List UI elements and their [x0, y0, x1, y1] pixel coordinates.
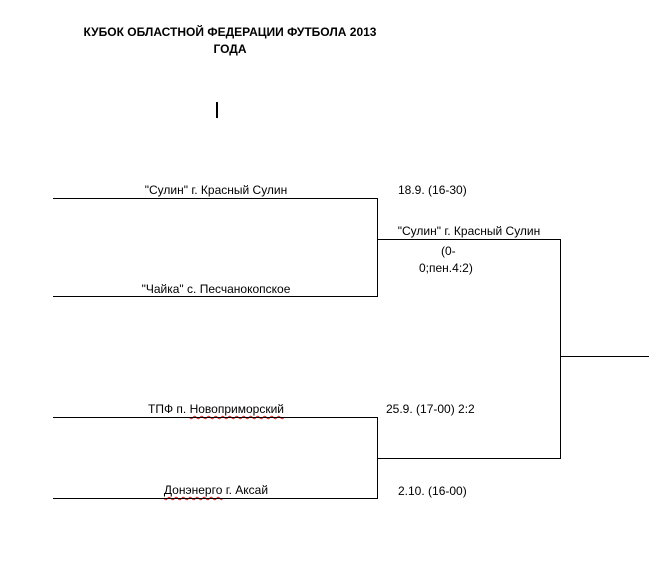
bracket-line-semifinal-2	[377, 458, 561, 459]
page-title: КУБОК ОБЛАСТНОЙ ФЕДЕРАЦИИ ФУТБОЛА 2013 Г…	[70, 24, 390, 58]
page-title-line-1: КУБОК ОБЛАСТНОЙ ФЕДЕРАЦИИ ФУТБОЛА 2013	[83, 25, 377, 39]
team-chaika: "Чайка" с. Песчанокопское	[141, 282, 291, 296]
text-cursor	[216, 102, 218, 118]
team-tpf-prefix: ТПФ п.	[148, 402, 190, 416]
team-sulin: "Сулин" г. Красный Сулин	[144, 183, 288, 197]
match-1-score-line-1: (0-	[441, 244, 456, 258]
team-donenergo-flagged-word: Донэнерго	[163, 483, 223, 497]
match-2-replay-date: 2.10. (16-00)	[398, 484, 467, 498]
match-1-winner: "Сулин" г. Красный Сулин	[397, 224, 541, 238]
team-donenergo-suffix: г. Аксай	[222, 483, 269, 497]
bracket-line-final	[560, 356, 649, 357]
bracket-line-semifinal-1	[377, 239, 561, 240]
team-tpf-flagged-word: Новоприморский	[189, 402, 284, 416]
bracket-connector-match-1	[377, 198, 378, 297]
bracket-connector-final	[560, 239, 561, 459]
team-tpf: ТПФ п. Новоприморский	[55, 402, 377, 416]
bracket-line-team-3	[53, 417, 378, 418]
match-1-date: 18.9. (16-30)	[398, 183, 467, 197]
match-1-score-line-2: 0;пен.4:2)	[419, 261, 473, 275]
bracket-line-team-1	[53, 198, 378, 199]
match-2-result: 25.9. (17-00) 2:2	[386, 402, 475, 416]
team-donenergo: Донэнерго г. Аксай	[55, 483, 377, 497]
bracket-line-team-2	[53, 296, 378, 297]
bracket-line-team-4	[53, 498, 378, 499]
page-title-line-2: ГОДА	[213, 42, 247, 56]
